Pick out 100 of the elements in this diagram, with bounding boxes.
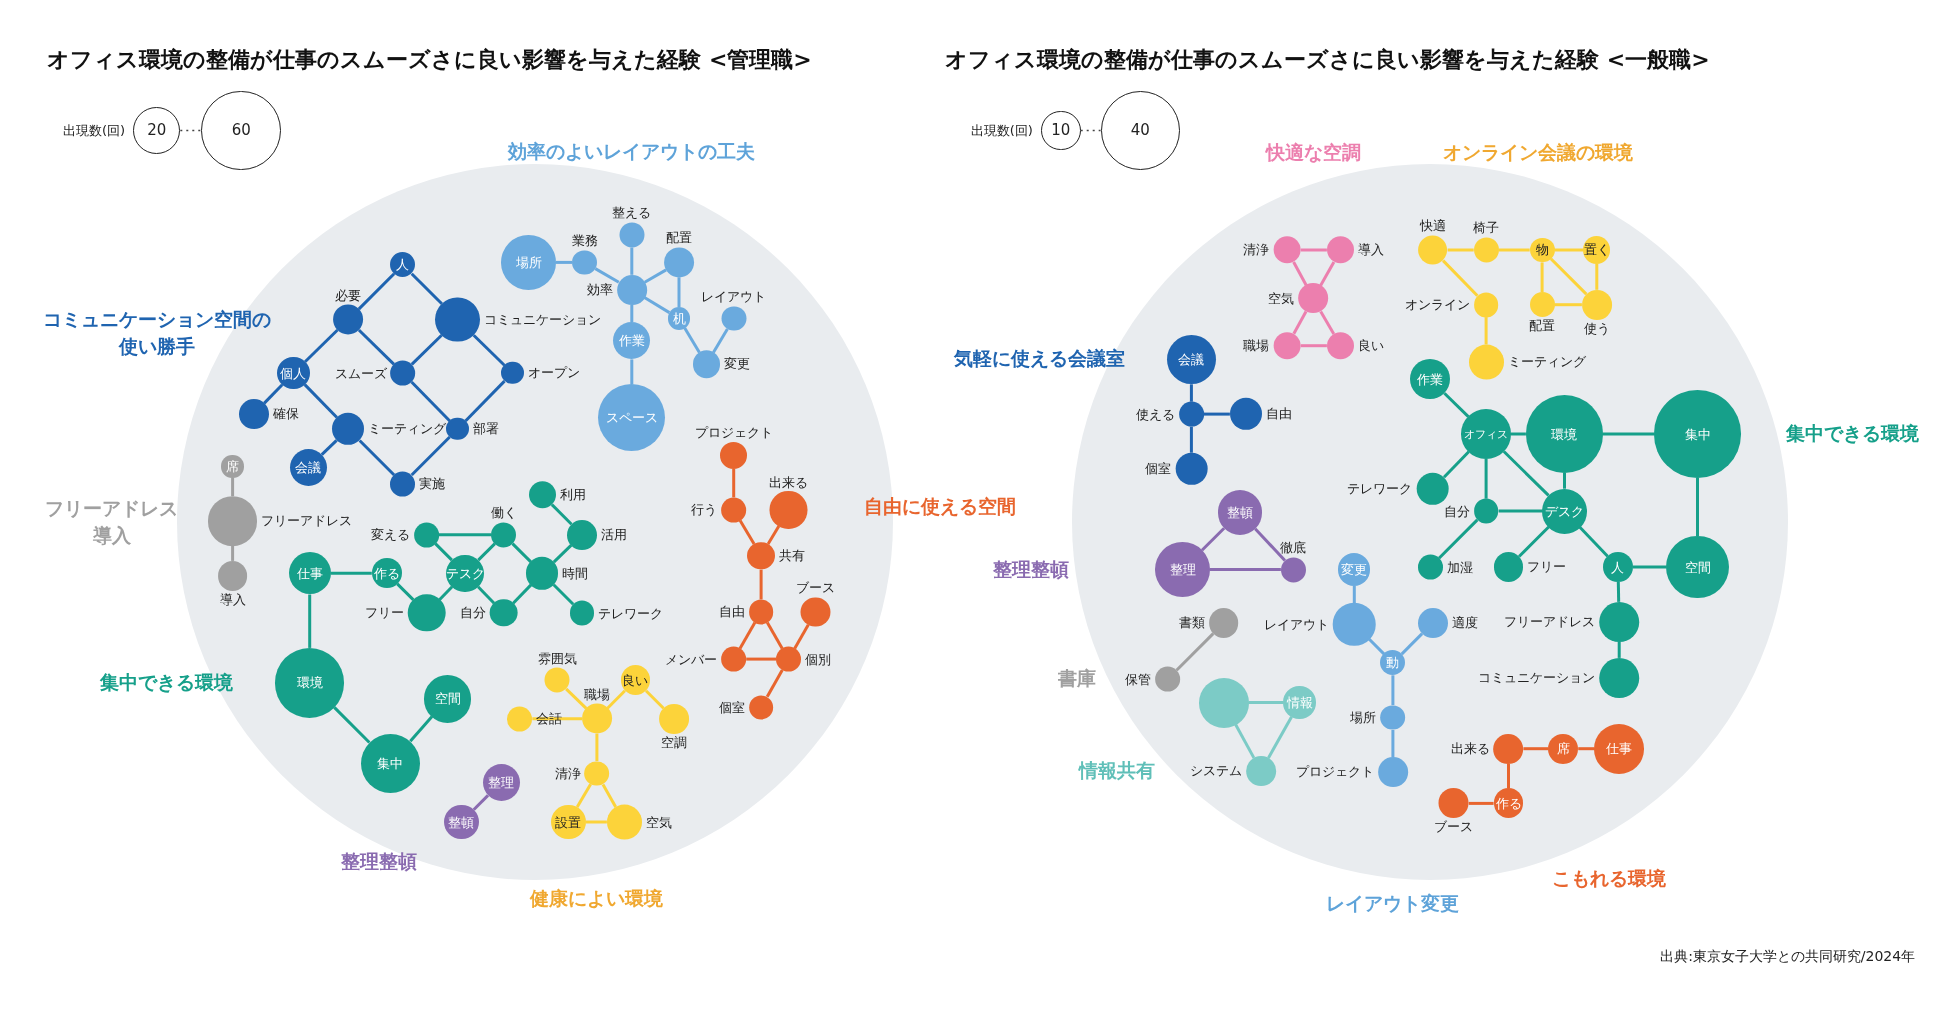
connector-line <box>595 733 599 762</box>
word-label: 自分 <box>460 606 486 620</box>
word-label: オープン <box>527 366 580 380</box>
word-label: 個室 <box>718 700 745 715</box>
connector-line <box>409 715 434 743</box>
word-label: メンバー <box>665 652 718 666</box>
word-bubble: 会議 <box>289 448 328 487</box>
connector-line <box>644 689 665 710</box>
word-label: ミーティング <box>368 422 447 436</box>
word-label: レイアウト <box>701 290 767 304</box>
word-label: 清浄 <box>1243 243 1270 257</box>
category-label: 快適な空調 <box>1265 139 1361 165</box>
connector-line <box>1352 585 1356 604</box>
word-bubble: 仕事 <box>1594 723 1645 774</box>
category-label: 集中できる環境 <box>100 669 234 695</box>
category-label: こもれる環境 <box>1552 866 1667 892</box>
word-bubble: 席 <box>1548 733 1579 764</box>
connector-line <box>464 380 506 423</box>
connector-line <box>1400 632 1424 656</box>
connector-line <box>320 439 338 456</box>
word-bubble: オフィス <box>1461 409 1511 459</box>
connector-line <box>630 359 634 385</box>
word-label: ブース <box>1434 820 1474 835</box>
word-label: フリー <box>364 606 404 620</box>
category-label: オンライン会議の環境 <box>1443 139 1634 165</box>
word-label: 効率 <box>586 282 613 297</box>
connector-line <box>410 380 451 423</box>
connector-line <box>766 525 781 545</box>
category-label: フリーアドレス導入 <box>45 496 179 549</box>
word-label: スムーズ <box>334 366 387 380</box>
word-label: 個別 <box>804 652 831 666</box>
word-label: 配置 <box>1529 319 1556 333</box>
connector-line <box>396 582 415 601</box>
connector-line <box>1189 384 1193 402</box>
category-label: 自由に使える空間 <box>864 494 1017 520</box>
word-label: プロジェクト <box>694 425 773 440</box>
connector-line <box>550 503 573 526</box>
connector-line <box>511 542 532 563</box>
connector-line <box>677 277 681 308</box>
connector-line <box>303 383 338 419</box>
category-label: 情報共有 <box>1078 758 1155 784</box>
connector-line <box>308 594 312 648</box>
word-label: 整える <box>612 206 652 221</box>
word-label: 時間 <box>562 566 589 581</box>
connector-line <box>643 296 671 314</box>
word-bubble: 整理 <box>1155 542 1211 597</box>
connector-line <box>1437 518 1479 560</box>
word-bubble: 人 <box>1603 552 1633 582</box>
size-legend-circle: 40 <box>1100 90 1181 171</box>
connector-line <box>1189 426 1193 453</box>
word-bubble: 物 <box>1529 237 1555 263</box>
word-bubble: 作る <box>371 558 402 589</box>
category-label: コミュニケーション空間の使い勝手 <box>42 307 271 360</box>
connector-line <box>410 334 443 366</box>
word-bubble: 環境 <box>274 647 345 718</box>
connector-line <box>1554 248 1584 252</box>
word-bubble: 整理 <box>482 763 520 801</box>
connector-line <box>1595 263 1599 290</box>
connector-line <box>594 267 620 284</box>
connector-line <box>1511 432 1526 436</box>
connector-line <box>1200 527 1226 552</box>
word-bubble: 良い <box>620 665 651 696</box>
connector-line <box>304 328 339 363</box>
word-bubble: 変更 <box>1338 553 1371 586</box>
word-label: 保管 <box>1125 672 1152 686</box>
connector-line <box>552 544 573 564</box>
category-label: 書庫 <box>1057 666 1096 691</box>
word-label: 個室 <box>1145 461 1172 476</box>
connector-line <box>1175 632 1215 672</box>
connector-line <box>1319 310 1336 335</box>
connector-line <box>683 327 701 354</box>
connector-line <box>434 542 453 562</box>
word-bubble: テスク <box>446 554 484 592</box>
connector-line <box>231 477 235 497</box>
connector-line <box>606 689 626 710</box>
word-bubble: 空間 <box>1666 536 1729 599</box>
connector-line <box>1203 412 1230 416</box>
word-bubble: 集中 <box>1654 390 1742 478</box>
connector-line <box>439 533 492 537</box>
scale-label: 出現数(回) <box>62 123 126 138</box>
word-label: 導入 <box>219 592 246 607</box>
connector-line <box>1549 257 1588 296</box>
word-bubble: 整頓 <box>1217 490 1263 535</box>
dotted-line <box>1079 129 1102 132</box>
connector-line <box>1498 509 1543 513</box>
category-label: 気軽に使える会議室 <box>954 346 1126 372</box>
word-bubble: 動 <box>1380 650 1406 676</box>
word-label: システム <box>1190 764 1243 778</box>
word-label: 良い <box>1358 338 1385 353</box>
connector-line <box>1447 248 1474 252</box>
connector-line <box>1554 303 1582 307</box>
connector-line <box>438 585 454 601</box>
word-label: フリーアドレス <box>1504 614 1596 629</box>
connector-line <box>765 669 784 698</box>
connector-line <box>1523 747 1549 751</box>
word-bubble: 席 <box>221 455 244 478</box>
word-label: 快適 <box>1419 219 1446 234</box>
connector-line <box>1616 581 1621 602</box>
word-label: 使える <box>1135 407 1175 421</box>
connector-line <box>552 583 575 606</box>
